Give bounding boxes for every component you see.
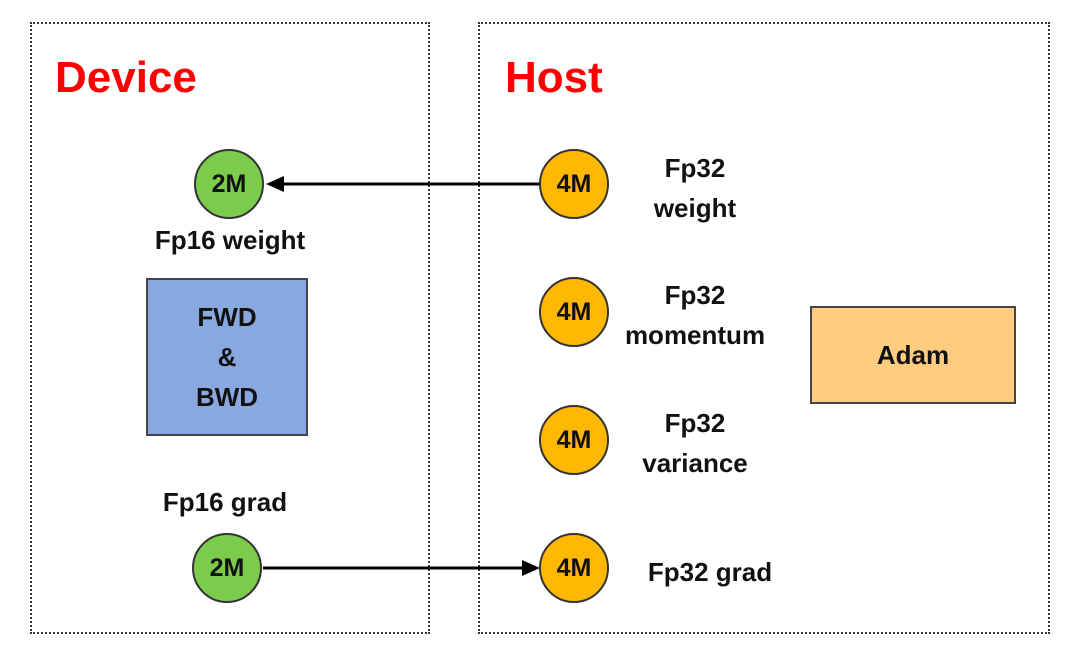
fp32-momentum-node: 4M — [539, 277, 609, 347]
fp32-weight-node: 4M — [539, 149, 609, 219]
adam-label: Adam — [876, 340, 950, 370]
fp32-momentum-label-line1: Fp32 — [664, 280, 726, 310]
fp32-variance-label: Fp32 variance — [610, 403, 780, 483]
fp32-momentum-label: Fp32 momentum — [610, 275, 780, 355]
fp16-weight-label: Fp16 weight — [154, 225, 306, 255]
fp32-weight-label-line2: weight — [653, 193, 737, 223]
fp32-grad-node: 4M — [539, 533, 609, 603]
fp16-grad-node: 2M — [192, 533, 262, 603]
fp32-variance-label-line2: variance — [642, 448, 748, 478]
host-panel — [478, 22, 1050, 634]
fwd-bwd-line3: BWD — [195, 382, 259, 412]
fp16-grad-label: Fp16 grad — [162, 487, 288, 517]
weight-transfer-arrowhead — [266, 176, 284, 192]
host-title: Host — [505, 53, 603, 102]
fp16-weight-node: 2M — [194, 149, 264, 219]
grad-transfer-arrowhead — [522, 560, 540, 576]
fwd-bwd-line1: FWD — [197, 302, 257, 332]
device-title: Device — [55, 53, 197, 102]
fwd-bwd-line2: & — [217, 342, 237, 372]
fp32-variance-node: 4M — [539, 405, 609, 475]
fwd-bwd-box: FWD & BWD — [146, 278, 308, 436]
fp32-weight-label-line1: Fp32 — [664, 153, 726, 183]
fp32-grad-label: Fp32 grad — [647, 557, 773, 587]
adam-box: Adam — [810, 306, 1016, 404]
device-panel — [30, 22, 430, 634]
fp32-weight-label: Fp32 weight — [615, 148, 775, 228]
fp32-momentum-label-line2: momentum — [624, 320, 766, 350]
fp32-variance-label-line1: Fp32 — [664, 408, 726, 438]
